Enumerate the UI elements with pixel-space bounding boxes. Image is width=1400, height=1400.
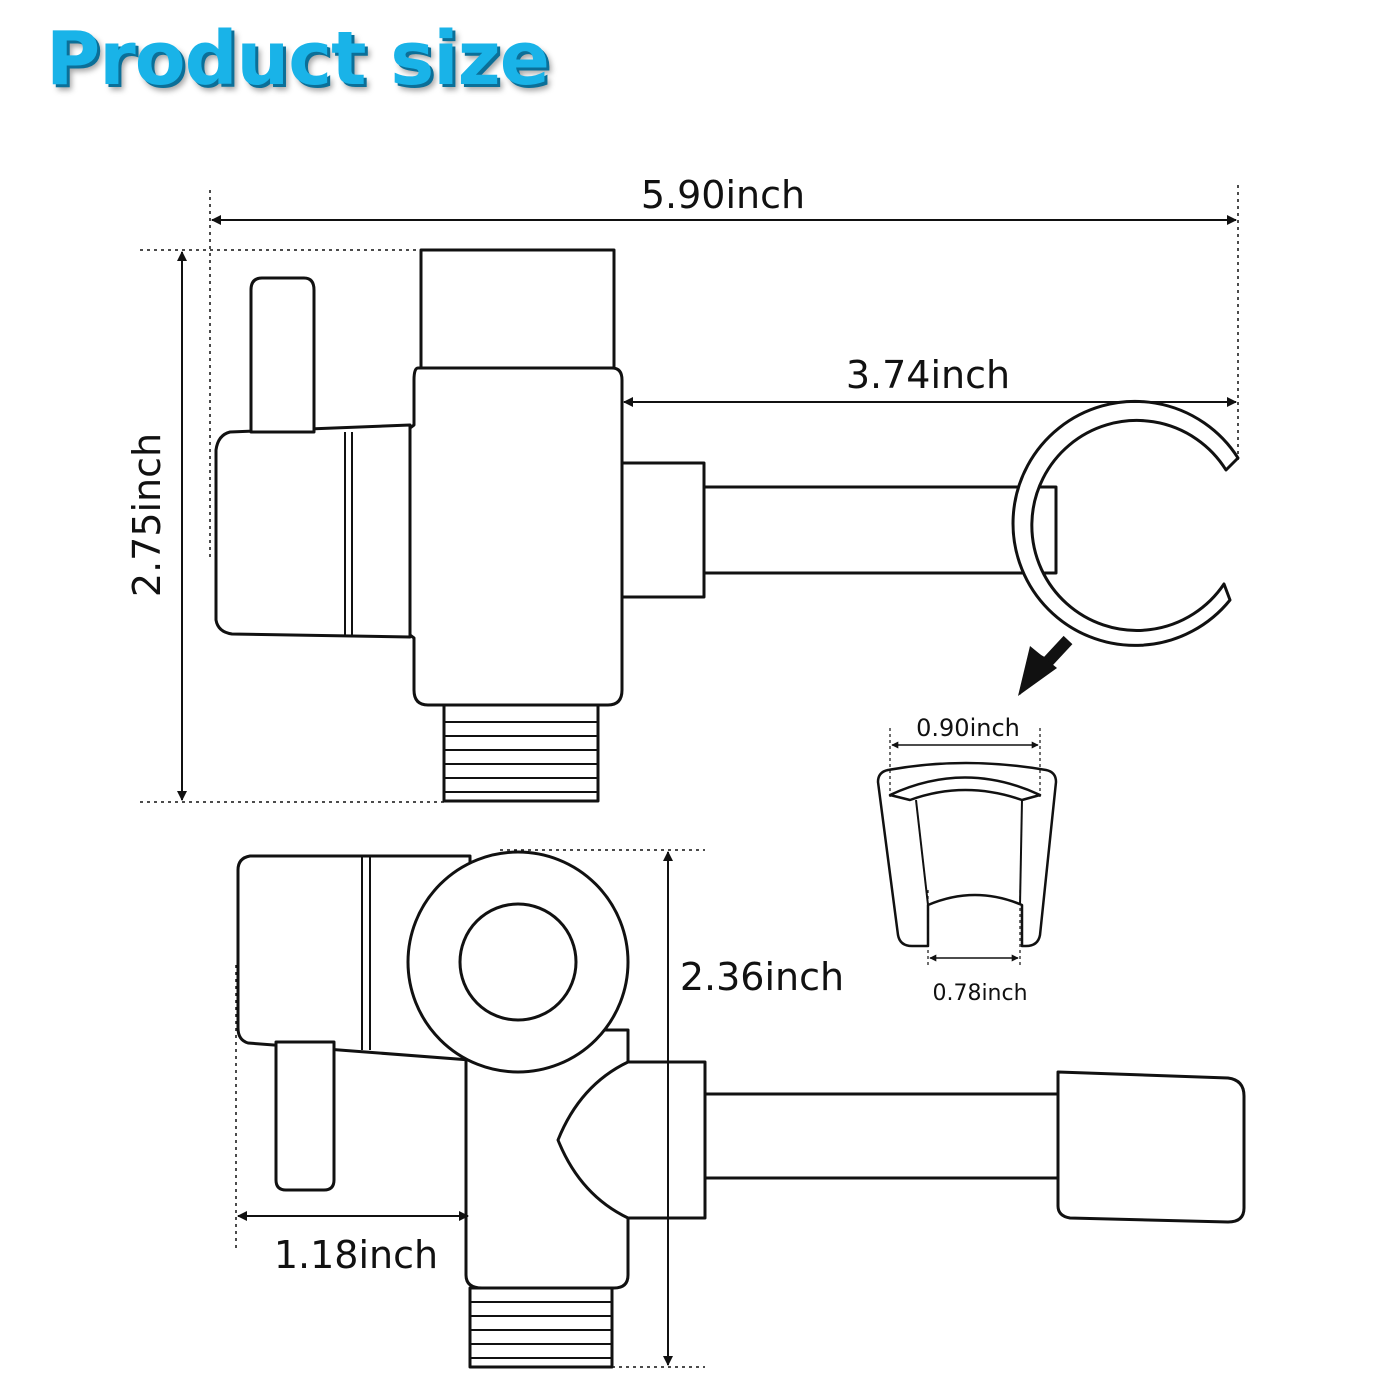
side-knob-housing xyxy=(236,854,472,1062)
bottom-thread xyxy=(442,703,600,803)
side-outlet xyxy=(620,461,706,599)
label-holder-top: 0.90inch xyxy=(916,714,1020,742)
valve-body xyxy=(408,366,624,707)
label-height-front: 2.75inch xyxy=(125,433,169,597)
top-inlet xyxy=(419,248,616,370)
side-bottom-thread xyxy=(468,1286,614,1369)
front-view xyxy=(140,185,1240,803)
side-holder-arm xyxy=(703,1092,1062,1180)
label-holder-bottom: 0.78inch xyxy=(932,981,1027,1006)
side-holder-head xyxy=(1056,1070,1246,1224)
holder-arm xyxy=(702,485,1058,575)
label-arm-length: 3.74inch xyxy=(846,353,1010,397)
round-inlet-inner xyxy=(458,902,578,1022)
label-height-side: 2.36inch xyxy=(680,955,844,999)
extension-lines-front xyxy=(140,185,1239,803)
lever-handle xyxy=(249,276,316,434)
detail-pointer-arrow xyxy=(1018,635,1073,696)
side-thread-lines xyxy=(470,1301,612,1359)
holder-detail xyxy=(876,728,1058,968)
label-total-length: 5.90inch xyxy=(641,173,805,217)
side-lever-handle xyxy=(274,1040,336,1192)
page-title: Product size xyxy=(46,16,550,102)
label-handle-offset: 1.18inch xyxy=(274,1233,438,1277)
thread-lines xyxy=(444,721,598,793)
side-view xyxy=(235,849,1246,1369)
c-holder xyxy=(1011,399,1240,647)
knob-housing xyxy=(214,423,412,639)
